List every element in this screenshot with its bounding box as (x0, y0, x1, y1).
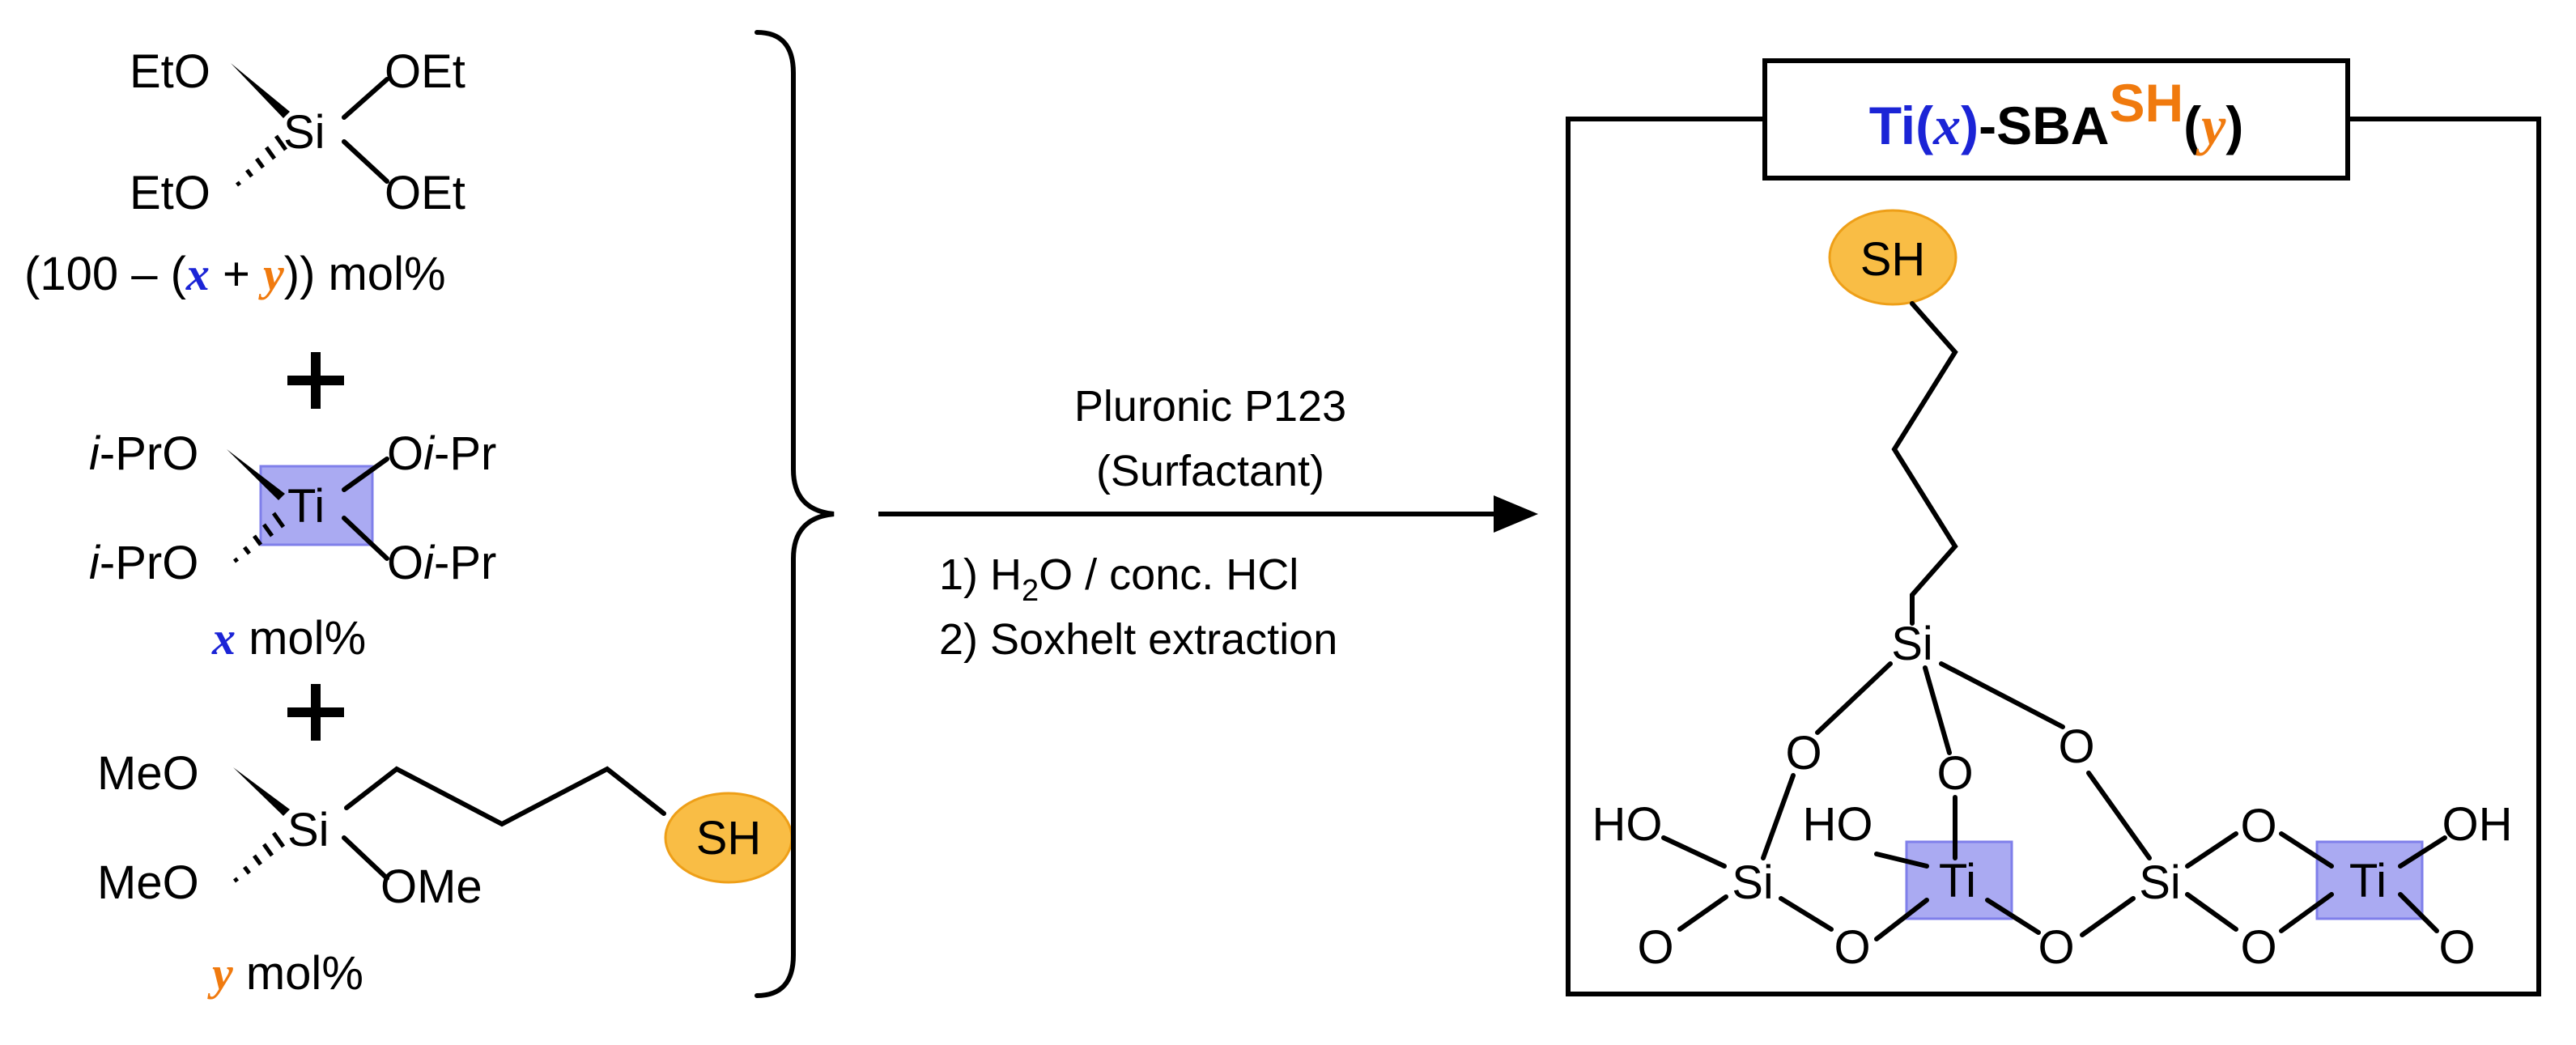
product-ho-center: HO (1803, 798, 1873, 851)
mptms-group-lr: OMe (380, 860, 482, 913)
bond-si-oleft (1815, 661, 1893, 735)
product-o-bridge1: O (1834, 921, 1870, 974)
bond-ho-ti1 (1874, 852, 1929, 869)
teos-amount: (100 – (x + y)) mol% (24, 248, 446, 300)
condition-surfactant-name: Pluronic P123 (1074, 382, 1346, 431)
product-ti-center: Ti (1939, 855, 1976, 907)
bond-si-ocenter (1923, 665, 1952, 755)
reaction-arrow (878, 495, 1538, 533)
product-propyl-chain (1891, 301, 1958, 626)
ttip-wedge-bond (227, 449, 285, 500)
bond-our-ti2 (2279, 831, 2334, 869)
teos-group-ul: EtO (130, 45, 210, 98)
product-o-right: O (2058, 720, 2094, 773)
bond-oleft-sil (1761, 773, 1796, 860)
mptms-group-ll: MeO (97, 856, 199, 909)
product-title-box (1762, 58, 2350, 181)
bond-sil-obridge1 (1779, 896, 1834, 932)
teos-bond-lr (342, 139, 389, 184)
bond-si-oright (1939, 661, 2065, 729)
mptms-terminal-sh: SH (696, 812, 762, 864)
product-structure: SH Si O O O HO Si O O HO Ti O Si O O (1592, 209, 2513, 974)
product-o-center: O (1936, 747, 1973, 800)
ttip-amount: x mol% (211, 612, 366, 665)
ttip-bond-ur (342, 457, 389, 492)
teos-bond-ur (342, 77, 389, 120)
product-ti-right: Ti (2349, 855, 2387, 907)
bond-ti2-ofar (2398, 892, 2439, 933)
condition-step-2: 2) Soxhelt extraction (939, 615, 1337, 664)
plus-sign-2 (287, 684, 344, 741)
ttip-structure: i-PrO i-PrO Oi-Pr Oi-Pr Ti x mol% (89, 427, 496, 665)
product-title: Ti(x)-SBASH(y) (1869, 73, 2244, 156)
bond-ti2-oh (2398, 835, 2447, 869)
condition-step-1: 1) H2O / conc. HCl (939, 550, 1299, 608)
plus-sign-1 (287, 352, 344, 409)
bond-sir-our (2185, 831, 2238, 869)
ttip-group-ul: i-PrO (89, 427, 198, 480)
bond-oright-sir (2086, 771, 2152, 860)
mptms-structure: MeO MeO OMe Si SH y mol% (97, 747, 793, 1000)
bond-sir-olr (2185, 892, 2238, 932)
ttip-hash-bond (233, 512, 286, 563)
ttip-bond-lr (342, 516, 389, 561)
mptms-bond-ome (342, 835, 389, 881)
bond-obridge2-sir (2080, 896, 2136, 937)
condition-surfactant-note: (Surfactant) (1096, 447, 1324, 495)
mptms-group-ul: MeO (97, 747, 199, 800)
product-o-ur: O (2240, 800, 2276, 852)
ttip-group-ll: i-PrO (89, 537, 198, 589)
product-ho-left: HO (1592, 798, 1663, 851)
teos-hash-bond (236, 134, 288, 187)
product-ti2-box (2315, 840, 2424, 920)
product-o-bl: O (1637, 921, 1673, 974)
mptms-propyl-chain (344, 766, 666, 827)
mptms-amount: y mol% (207, 947, 363, 1000)
product-o-bridge2: O (2038, 921, 2074, 974)
ttip-group-ur: Oi-Pr (387, 427, 496, 480)
product-oh-right: OH (2442, 798, 2513, 851)
teos-center-si: Si (283, 106, 325, 159)
reactant-brace (755, 30, 835, 998)
ttip-group-lr: Oi-Pr (387, 537, 496, 589)
teos-wedge-bond (231, 63, 290, 118)
bond-sil-obl (1677, 894, 1728, 932)
ttip-center-ti: Ti (287, 480, 325, 533)
teos-group-lr: OEt (385, 167, 465, 219)
product-o-lr: O (2240, 921, 2276, 974)
product-o-left: O (1785, 727, 1821, 780)
product-si-right: Si (2139, 856, 2181, 909)
product-si-top: Si (1891, 618, 1933, 670)
product-sh-label: SH (1860, 233, 1926, 286)
ti-highlight-box (259, 465, 374, 546)
bond-ti1-obridge2 (1985, 898, 2041, 935)
product-sh-oval (1828, 209, 1958, 306)
mptms-center-si: Si (287, 804, 329, 856)
product-si-left: Si (1732, 856, 1774, 909)
teos-group-ur: OEt (385, 45, 465, 98)
product-o-far: O (2438, 921, 2475, 974)
teos-structure: EtO OEt EtO OEt Si (100 – (x + y)) mol% (24, 45, 465, 300)
bond-olr-ti2 (2279, 892, 2334, 933)
bond-obridge1-ti1 (1874, 898, 1929, 941)
mptms-hash-bond (233, 831, 286, 883)
mptms-wedge-bond (233, 767, 290, 816)
bond-ho-sil (1661, 835, 1727, 869)
teos-group-ll: EtO (130, 167, 210, 219)
